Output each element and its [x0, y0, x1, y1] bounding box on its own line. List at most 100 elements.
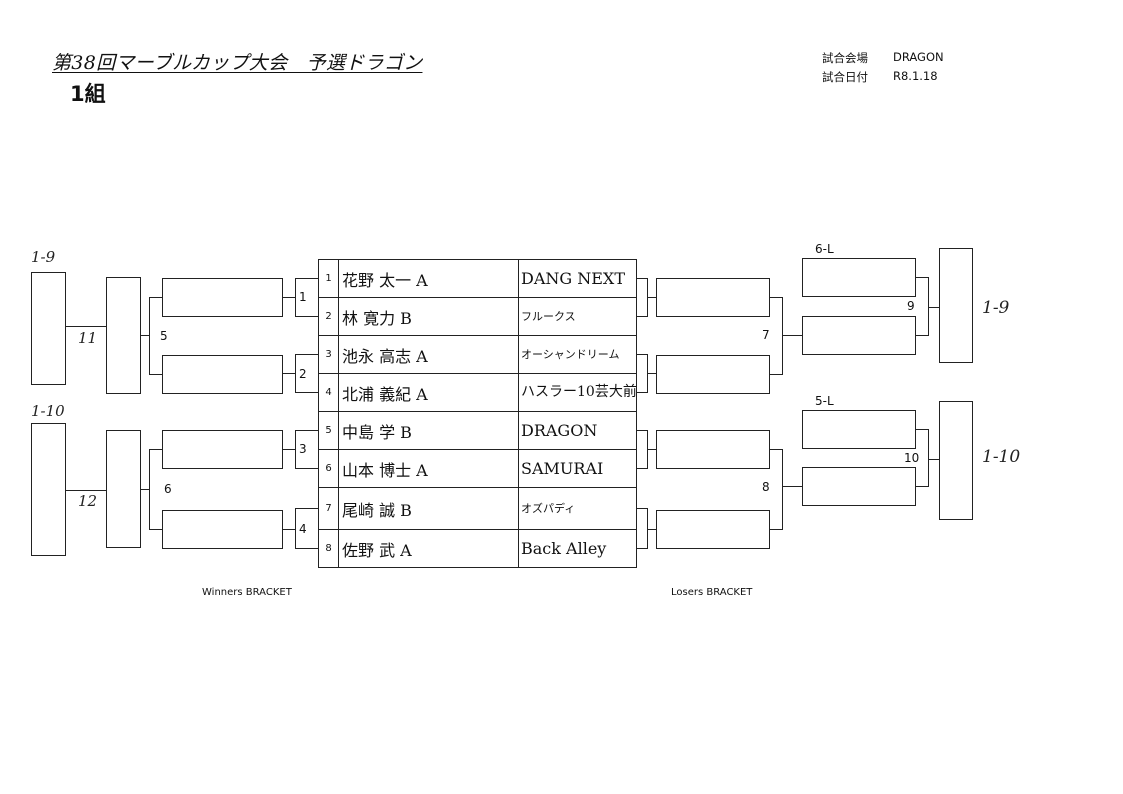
winner-slot	[162, 278, 283, 317]
bracket-line	[637, 316, 647, 318]
position-label: 1-10	[31, 402, 65, 420]
loser-slot	[656, 355, 770, 394]
loser-slot	[656, 510, 770, 549]
final-slot	[939, 248, 973, 363]
entry-row: 6 山本 博士 A SAMURAI	[319, 450, 636, 488]
loser-slot	[656, 278, 770, 317]
bracket-line	[637, 508, 647, 510]
entry-team: フルークス	[521, 309, 576, 323]
bracket-line	[295, 278, 297, 317]
loser-slot	[802, 467, 916, 506]
winner-slot	[106, 430, 141, 548]
tournament-title: 第38回マーブルカップ大会 予選ドラゴン	[52, 52, 423, 74]
bracket-line	[928, 277, 930, 336]
entry-seed: 2	[319, 298, 339, 335]
venue-value: DRAGON	[893, 50, 944, 64]
loser-slot	[802, 258, 916, 297]
bracket-line	[295, 278, 318, 280]
position-label: 1-9	[982, 298, 1010, 318]
entry-row: 1 花野 太一 A DANG NEXT	[319, 260, 636, 298]
bracket-line	[295, 430, 318, 432]
bracket-line	[149, 374, 162, 376]
bracket-line	[637, 354, 647, 356]
position-label: 1-9	[31, 248, 56, 266]
drop-label: 5-L	[815, 394, 834, 408]
bracket-line	[782, 335, 802, 337]
group-label: 1組	[70, 82, 106, 106]
bracket-line	[647, 529, 656, 531]
bracket-line	[770, 449, 783, 451]
entry-player: 佐野 武 A	[339, 530, 519, 567]
bracket-line	[295, 354, 318, 356]
winner-slot	[162, 430, 283, 469]
match-number-2: 2	[299, 367, 307, 381]
loser-slot	[802, 316, 916, 355]
entry-seed: 3	[319, 336, 339, 373]
bracket-line	[140, 335, 149, 337]
losers-bracket-label: Losers BRACKET	[671, 587, 753, 598]
bracket-line	[149, 297, 162, 299]
bracket-line	[295, 548, 318, 550]
final-slot	[31, 423, 66, 556]
bracket-line	[647, 508, 649, 549]
bracket-line	[149, 297, 151, 375]
entry-player: 林 寛力 B	[339, 298, 519, 335]
match-number-1: 1	[299, 290, 307, 304]
bracket-line	[295, 508, 318, 510]
entry-team: ハスラー10芸大前	[521, 384, 637, 400]
entry-row: 7 尾崎 誠 B オズパディ	[319, 488, 636, 530]
bracket-line	[149, 449, 151, 530]
date-value: R8.1.18	[893, 69, 938, 83]
entry-row: 8 佐野 武 A Back Alley	[319, 530, 636, 567]
loser-slot	[656, 430, 770, 469]
bracket-line	[647, 373, 656, 375]
match-number-3: 3	[299, 442, 307, 456]
winner-slot	[162, 355, 283, 394]
entry-player: 尾崎 誠 B	[339, 488, 519, 529]
bracket-line	[295, 392, 318, 394]
bracket-line	[65, 326, 106, 328]
entry-player: 花野 太一 A	[339, 260, 519, 297]
bracket-line	[295, 508, 297, 549]
bracket-line	[916, 277, 929, 279]
entry-player: 中島 学 B	[339, 412, 519, 449]
entry-team: オーシャンドリーム	[521, 347, 620, 361]
entry-row: 2 林 寛力 B フルークス	[319, 298, 636, 336]
entry-row: 3 池永 高志 A オーシャンドリーム	[319, 336, 636, 374]
final-number-12: 12	[78, 492, 98, 510]
bracket-line	[637, 468, 647, 470]
entry-player: 北浦 義紀 A	[339, 374, 519, 411]
bracket-line	[149, 449, 162, 451]
bracket-line	[637, 278, 647, 280]
bracket-line	[916, 335, 929, 337]
bracket-line	[782, 449, 784, 530]
bracket-line	[149, 529, 162, 531]
date-label: 試合日付	[822, 70, 868, 84]
final-number-11: 11	[78, 329, 98, 347]
entry-team: DANG NEXT	[521, 268, 625, 288]
bracket-line	[295, 430, 297, 469]
entry-team: オズパディ	[521, 501, 576, 515]
venue-label: 試合会場	[822, 51, 868, 65]
bracket-line	[647, 297, 656, 299]
entry-table: 1 花野 太一 A DANG NEXT 2 林 寛力 B フルークス 3 池永 …	[318, 259, 637, 568]
bracket-line	[770, 529, 783, 531]
bracket-line	[928, 307, 940, 309]
entry-seed: 8	[319, 530, 339, 567]
bracket-line	[295, 468, 318, 470]
entry-team: SAMURAI	[521, 458, 604, 478]
entry-player: 山本 博士 A	[339, 450, 519, 487]
bracket-line	[928, 459, 940, 461]
bracket-line	[637, 430, 647, 432]
final-slot	[939, 401, 973, 520]
bracket-line	[928, 429, 930, 487]
entry-seed: 4	[319, 374, 339, 411]
bracket-line	[647, 449, 656, 451]
winners-bracket-label: Winners BRACKET	[202, 587, 292, 598]
entry-seed: 7	[319, 488, 339, 529]
entry-seed: 6	[319, 450, 339, 487]
match-number-8: 8	[762, 480, 770, 494]
match-number-5: 5	[160, 329, 168, 343]
entry-team: DRAGON	[521, 420, 598, 440]
bracket-line	[65, 490, 106, 492]
